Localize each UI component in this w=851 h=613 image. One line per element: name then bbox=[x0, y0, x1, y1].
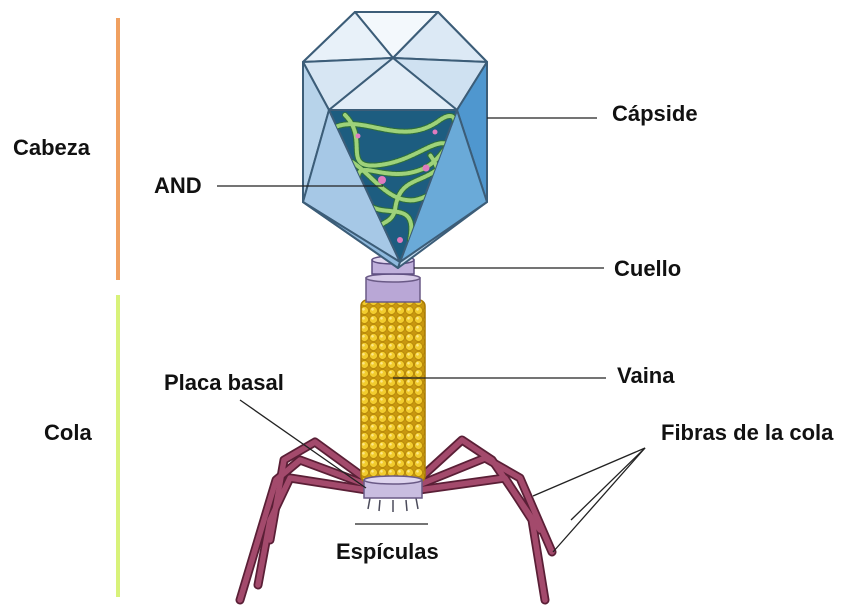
leader-tail-fibers-2 bbox=[571, 448, 645, 520]
capsid bbox=[303, 12, 487, 268]
leader-base-plate bbox=[240, 400, 366, 488]
sheath bbox=[361, 300, 425, 482]
base-plate bbox=[364, 476, 422, 498]
label-head: Cabeza bbox=[13, 137, 90, 159]
label-spikes: Espículas bbox=[336, 541, 439, 563]
spikes bbox=[368, 498, 418, 512]
label-tail-fibers: Fibras de la cola bbox=[661, 422, 833, 444]
label-base-plate: Placa basal bbox=[164, 372, 284, 394]
label-sheath: Vaina bbox=[617, 365, 674, 387]
label-dna: AND bbox=[154, 175, 202, 197]
collar bbox=[366, 274, 420, 302]
label-capsid: Cápside bbox=[612, 103, 698, 125]
label-neck: Cuello bbox=[614, 258, 681, 280]
label-tail: Cola bbox=[44, 422, 92, 444]
